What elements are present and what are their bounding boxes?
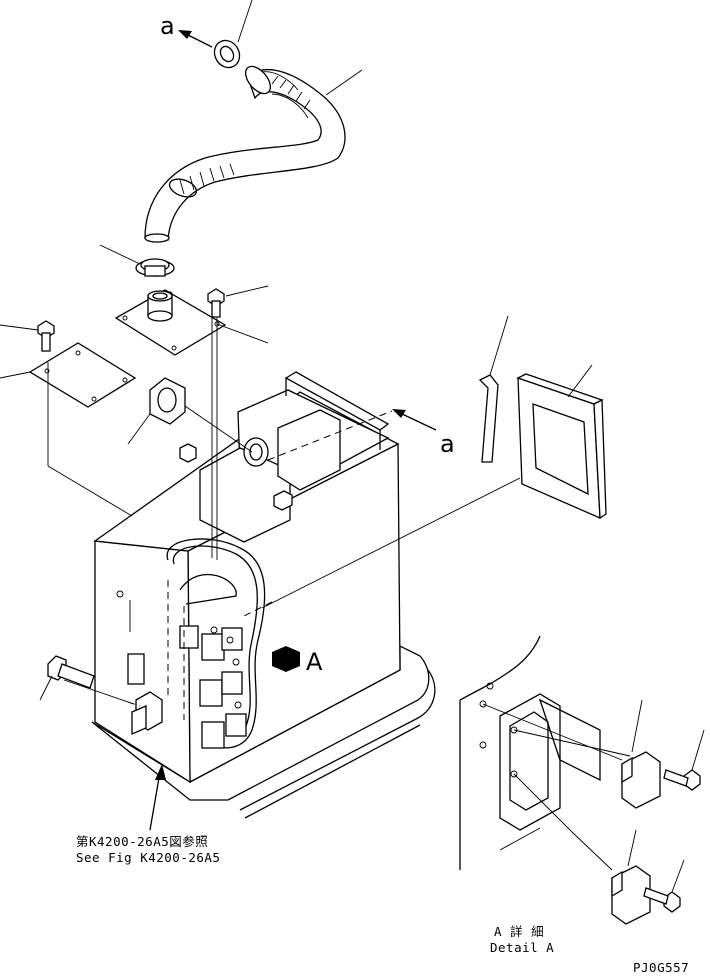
- detail-relay-lower: [611, 829, 651, 925]
- leader-line: [216, 323, 269, 344]
- drawing-id: PJ0G557: [633, 960, 689, 975]
- heater-housing: [91, 371, 436, 819]
- reference-callout: 第K4200-26A5図参照 See Fig K4200-26A5: [76, 764, 220, 865]
- leader-line: [225, 285, 269, 297]
- cover-plate-upper: [114, 289, 269, 356]
- detail-A-view: A 詳 細 Detail A: [459, 635, 705, 955]
- filter-gasket-frame: [516, 364, 607, 520]
- view-a-right-callout: a: [392, 409, 455, 458]
- hose-clamp-lower: [99, 244, 175, 277]
- leader-line: [99, 244, 141, 265]
- leader-line: [0, 324, 39, 331]
- seal-strip: [478, 315, 509, 463]
- reference-leader: [149, 771, 161, 831]
- bolt-upper-left: [0, 320, 55, 352]
- leader-line: [39, 675, 53, 701]
- assembly-lines: [47, 318, 521, 720]
- hose-clamp-top: [213, 0, 253, 69]
- leader-line: [0, 371, 31, 379]
- view-A-label: A: [306, 648, 323, 676]
- reference-note-en: See Fig K4200-26A5: [76, 850, 220, 865]
- bolt-upper-right: [207, 285, 269, 318]
- detail-screw-upper: [663, 729, 705, 791]
- view-A-callout: A: [272, 646, 323, 676]
- leader-line: [489, 315, 509, 376]
- bolt-lower-left: [39, 655, 95, 701]
- detail-relay-upper: [621, 699, 661, 809]
- leader-line: [691, 729, 705, 771]
- view-a-arrowhead: [178, 30, 192, 39]
- leader-line: [237, 0, 253, 43]
- view-a-arrow-shaft-right: [399, 412, 437, 431]
- detail-screw-lower: [643, 859, 685, 913]
- coolant-hose: [144, 65, 363, 243]
- detail-caption-jp: A 詳 細: [494, 924, 544, 939]
- detail-caption-en: Detail A: [490, 940, 554, 955]
- leader-line: [627, 829, 637, 867]
- mounting-bracket: [131, 691, 163, 735]
- leader-line: [631, 699, 643, 753]
- leader-line: [567, 364, 593, 398]
- leader-line: [325, 69, 363, 96]
- reference-note-jp: 第K4200-26A5図参照: [76, 834, 208, 849]
- leader-line: [671, 859, 685, 893]
- leader-line: [127, 413, 151, 445]
- upper-hose-assembly: a: [99, 0, 363, 277]
- cover-plate-left: [0, 342, 137, 408]
- grommet-seal: [127, 377, 186, 445]
- view-a-label-right: a: [440, 430, 455, 458]
- view-a-label-top: a: [160, 12, 175, 40]
